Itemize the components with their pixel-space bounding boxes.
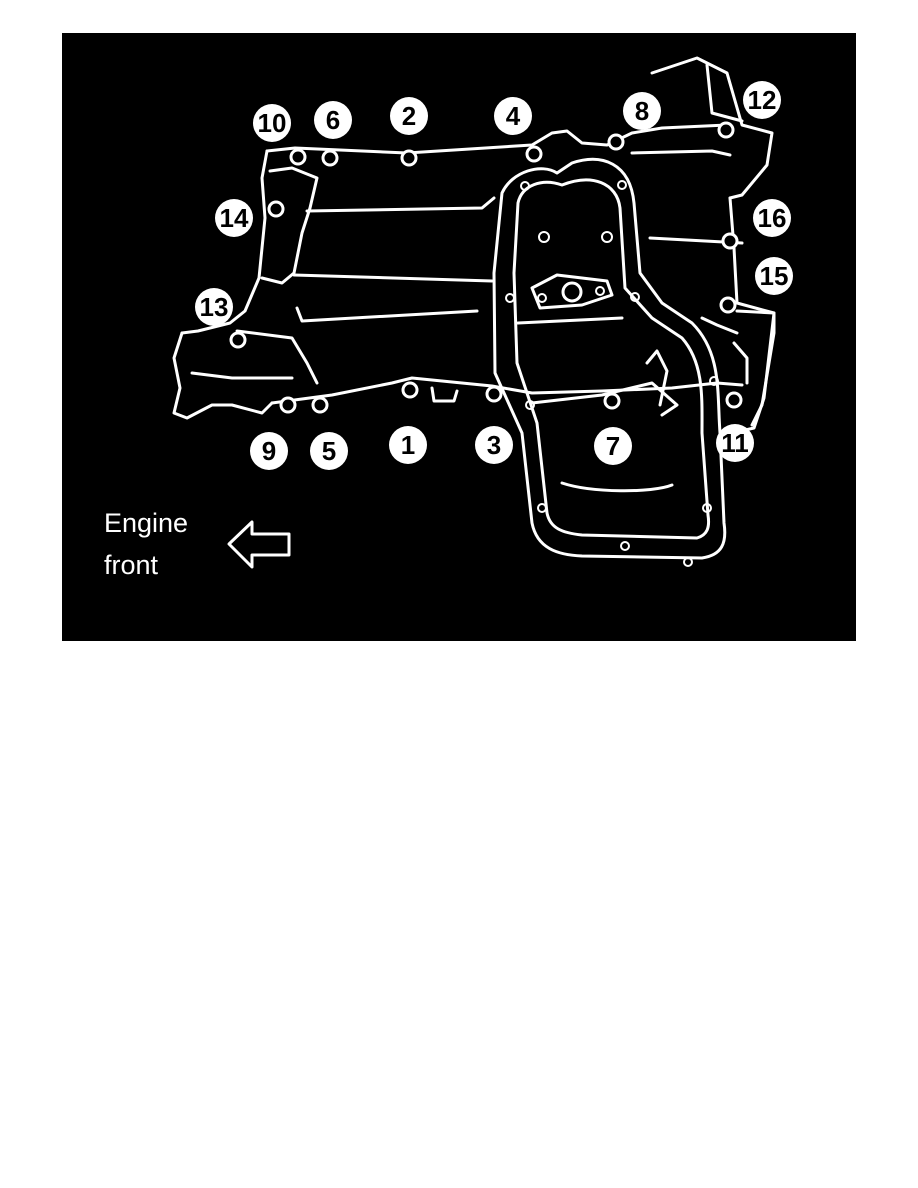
bolt-label-8: 8 [623, 92, 661, 130]
bolt-label-circle [390, 97, 428, 135]
sump-bottom-rib [560, 481, 674, 493]
bolt-label-15: 15 [755, 257, 793, 295]
sump-outer [492, 157, 727, 560]
bolt-label-number: 9 [262, 436, 276, 466]
bolt-label-number: 13 [200, 292, 229, 322]
bolt-label-circle [195, 288, 233, 326]
left-protrusion-rib [190, 371, 294, 380]
bolt-label-circle [310, 432, 348, 470]
right-lower-bracket-inner [732, 341, 749, 385]
bolt-hole-14 [267, 200, 285, 218]
bolt-label-circle [494, 97, 532, 135]
bolt-label-number: 11 [721, 428, 749, 458]
bolt-label-14: 14 [215, 199, 253, 237]
bolt-label-circle [623, 92, 661, 130]
bolt-label-12: 12 [743, 81, 781, 119]
sump-rib-lower [530, 381, 679, 417]
pan-left-inner [260, 166, 319, 285]
right-rib-lower [700, 316, 739, 335]
sump-baffle [645, 349, 669, 407]
bolt-hole-12 [717, 121, 735, 139]
bolt-label-number: 14 [220, 203, 249, 233]
bolt-label-7: 7 [594, 427, 632, 465]
bolt-hole-3 [485, 385, 503, 403]
bolt-label-number: 15 [760, 261, 789, 291]
pan-bottom-edge [270, 376, 744, 405]
sump-rib-upper [516, 316, 624, 325]
sump-inner [512, 178, 711, 540]
bolt-hole-9 [279, 396, 297, 414]
bolt-label-circle [250, 432, 288, 470]
bolt-label-4: 4 [494, 97, 532, 135]
pan-rib-3 [295, 306, 479, 323]
pan-top-inner [630, 149, 732, 157]
bolt-label-number: 7 [606, 431, 620, 461]
bolt-label-1: 1 [389, 426, 427, 464]
bolt-hole-1 [401, 381, 419, 399]
bolt-label-16: 16 [753, 199, 791, 237]
bolt-label-number: 6 [326, 105, 340, 135]
upper-bracket-inner [705, 63, 744, 123]
arrow-left-outline-icon [227, 520, 291, 569]
bolt-label-11: 11 [716, 424, 754, 462]
left-protrusion [172, 331, 274, 420]
bolt-label-13: 13 [195, 288, 233, 326]
pan-rib-1 [305, 196, 496, 213]
pan-rib-2 [292, 273, 494, 283]
bolt-label-number: 8 [635, 96, 649, 126]
bolt-label-number: 10 [258, 108, 287, 138]
bolt-label-number: 4 [506, 101, 521, 131]
bolt-hole-13 [229, 331, 247, 349]
bolt-label-2: 2 [390, 97, 428, 135]
bolt-label-number: 5 [322, 436, 336, 466]
bolt-holes [229, 121, 743, 414]
bolt-label-number: 2 [402, 101, 416, 131]
bolt-label-circle [475, 426, 513, 464]
bolt-label-circle [743, 81, 781, 119]
bolt-label-circle [389, 426, 427, 464]
bolt-label-circle [253, 104, 291, 142]
bolt-hole-5 [311, 396, 329, 414]
bolt-label-number: 1 [401, 430, 415, 460]
bolt-hole-11 [725, 391, 743, 409]
bolt-label-3: 3 [475, 426, 513, 464]
bolt-label-circle [755, 257, 793, 295]
bolt-label-5: 5 [310, 432, 348, 470]
bolt-label-circle [716, 424, 754, 462]
bolt-label-number: 16 [758, 203, 787, 233]
bolt-label-circle [753, 199, 791, 237]
pan-left-edge [180, 149, 269, 335]
bolt-hole-15 [719, 296, 737, 314]
bolt-label-number: 3 [487, 430, 501, 460]
drain-boss [430, 386, 459, 403]
bolt-label-9: 9 [250, 432, 288, 470]
oil-pan-drawing [172, 56, 776, 560]
strainer-plate [530, 273, 614, 310]
bolt-hole-7 [603, 392, 621, 410]
bolt-label-circle [314, 101, 352, 139]
pan-top-edge [265, 123, 729, 155]
left-protrusion-inner [235, 329, 319, 385]
bolt-label-number: 12 [748, 85, 777, 115]
bolt-hole-8 [607, 133, 625, 151]
bolt-hole-4 [525, 145, 543, 163]
bolt-label-10: 10 [253, 104, 291, 142]
bolt-label-circle [594, 427, 632, 465]
bolt-label-circle [215, 199, 253, 237]
bolt-hole-10 [289, 148, 307, 166]
caption-line-engine: Engine [104, 508, 188, 538]
upper-bracket-outline [650, 56, 774, 200]
caption-line-front: front [104, 550, 159, 580]
strainer-hole [561, 281, 583, 303]
bolt-hole-2 [400, 149, 418, 167]
bolt-label-6: 6 [314, 101, 352, 139]
bolt-hole-6 [321, 149, 339, 167]
bolt-hole-16 [721, 232, 739, 250]
